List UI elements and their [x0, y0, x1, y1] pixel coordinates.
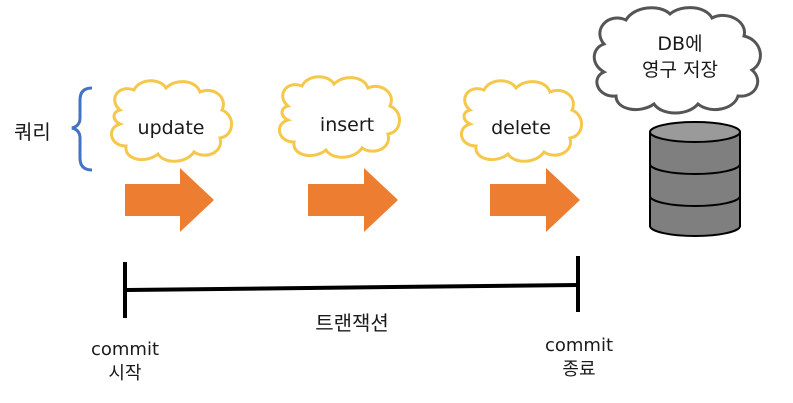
commit-start-line1: commit — [90, 339, 160, 360]
transaction-label: 트랜잭션 — [315, 311, 389, 335]
commit-end-line2: 종료 — [562, 359, 596, 380]
db-cloud — [592, 6, 762, 115]
db-cloud-line2: 영구 저장 — [642, 59, 718, 81]
query-label-update: update — [137, 117, 205, 139]
arrow-3 — [490, 168, 580, 232]
query-label-delete: delete — [491, 117, 551, 139]
database-icon — [649, 121, 741, 237]
commit-end-line1: commit — [544, 335, 614, 356]
db-cloud-label: DB에 영구 저장 — [642, 31, 718, 83]
arrow-2 — [308, 168, 398, 232]
arrow-1 — [125, 168, 214, 232]
commit-start-label: commit 시작 — [91, 338, 159, 386]
db-cloud-line1: DB에 — [657, 33, 703, 55]
query-label: 쿼리 — [14, 120, 51, 144]
query-cloud-update — [110, 79, 233, 163]
commit-start-line2: 시작 — [108, 363, 142, 384]
query-cloud-insert — [278, 75, 401, 159]
query-cloud-delete — [460, 79, 583, 163]
query-label-insert: insert — [319, 114, 375, 136]
query-bracket — [71, 86, 93, 172]
timeline-line — [124, 283, 579, 292]
commit-end-label: commit 종료 — [545, 334, 613, 382]
